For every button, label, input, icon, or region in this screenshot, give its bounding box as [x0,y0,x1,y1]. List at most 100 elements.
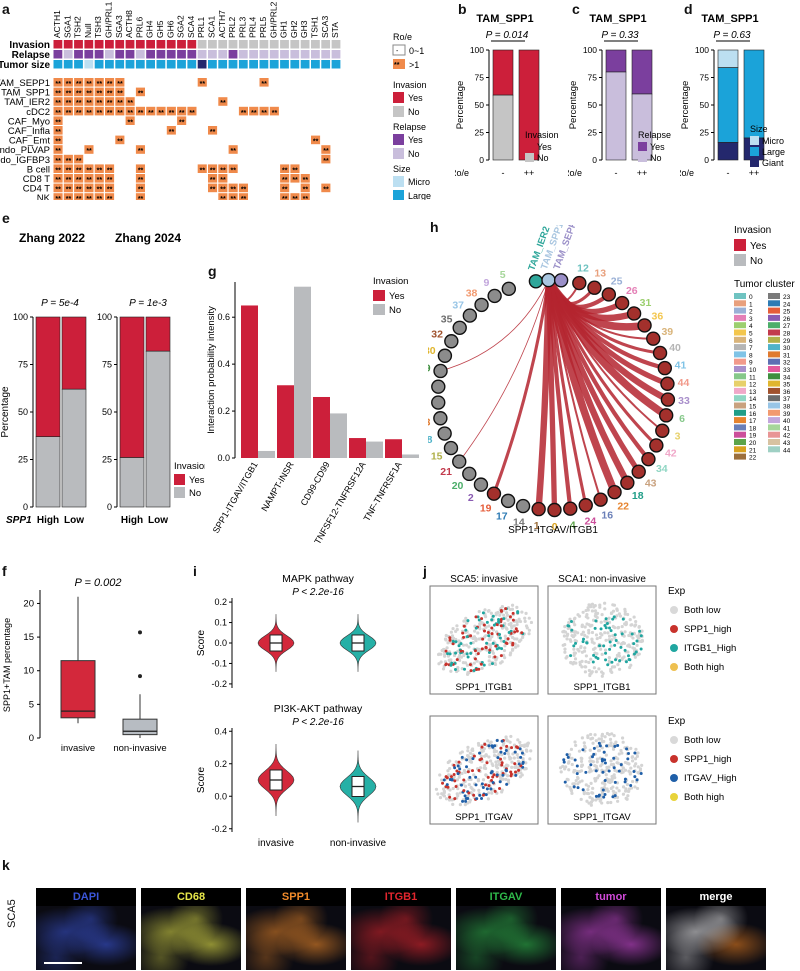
spot-high [491,745,495,749]
invasion-cell [94,40,104,49]
spot-low [476,777,480,782]
spot-high [484,793,488,797]
cluster-node [531,501,546,517]
spot-low [613,625,617,630]
invasion-cell [63,40,73,49]
roe-high-cell [94,106,104,116]
spot-low [479,620,483,625]
spatial-title: SCA5: invasive [450,574,518,585]
spot-low [507,755,511,759]
spot-low [573,740,577,744]
spot-high [448,636,452,640]
spot-high [592,752,596,756]
legend-label: Yes [650,142,665,152]
spot-high [473,649,477,653]
roe-high-cell [208,164,218,173]
cluster-label: 5 [500,269,506,281]
size-cell [208,60,217,69]
spot-low [522,744,526,748]
spot-low [635,643,639,647]
spot-high [514,773,518,777]
spot-high [632,642,636,646]
spot-high [491,775,495,779]
spot-low [587,628,591,633]
roe-mark: ** [66,158,72,165]
spot-low [604,753,608,757]
spot-high [604,626,608,630]
spot-high [491,641,495,645]
spot-low [604,638,608,642]
cluster-label: 17 [496,511,508,523]
invasion-cell [53,40,63,49]
spot-low [520,610,524,614]
spot-high [482,623,486,627]
spot-low [497,752,501,756]
spot-low [462,768,466,773]
spot-high [485,787,489,791]
spot-high [487,634,491,638]
stacked-bar-segment [717,49,739,68]
cluster-legend-label: 37 [783,396,791,403]
spot-low [517,639,522,643]
roe-mark: ** [97,100,103,107]
spot-low [509,621,513,625]
spot-low [451,786,455,791]
annotation-row-label: Relapse [12,50,51,61]
spot-low [603,735,607,739]
spot-low [528,757,532,761]
cluster-swatch [768,373,780,380]
spot-high [494,644,498,648]
legend-label: Micro [762,136,784,146]
roe-high-cell [166,126,176,135]
roe-high-cell [74,164,84,173]
roe-high-cell [238,106,248,116]
roe-mark: ** [210,129,216,136]
spot-low [565,784,569,788]
heatmap-column-label: TSH2 [73,16,83,38]
y-tick-label: 0 [592,155,597,165]
cluster-node [452,454,467,469]
spot-high [490,632,494,636]
roe-high-cell [53,87,63,97]
legend-swatch [638,153,647,162]
spot-low [629,766,633,770]
spot-high [466,770,470,774]
spot-high [518,747,522,751]
cluster-node [474,297,489,313]
spot-low [585,622,589,626]
spot-low [494,658,498,662]
cluster-legend-label: 12 [749,382,757,389]
cluster-node [433,363,448,379]
spot-high [613,780,617,784]
roe-high-cell [115,135,125,145]
spot-low [600,746,604,750]
spot-low [459,655,463,659]
cluster-node [572,275,587,291]
spot-high [632,652,636,656]
roe-mark: ** [138,110,144,117]
y-tick-label: 50 [102,407,112,417]
spot-low [615,786,619,790]
cluster-node [641,451,656,467]
spot-low [640,639,644,643]
k-row-label: SCA5 [6,899,18,928]
spot-high [445,783,449,787]
spot-high [500,761,504,765]
size-cell [156,60,166,69]
spot-low [502,613,506,617]
microscopy-tile-spp1: SPP1 [246,888,346,970]
invasion-cell [177,40,186,49]
cluster-label: 26 [626,285,638,297]
spot-low [456,666,460,670]
spot-low [500,660,504,664]
y-tick-label: 20 [23,598,34,609]
x-tick-label: invasive [61,743,95,754]
spot-low [594,739,598,743]
stacked-bar-segment [35,436,61,508]
spot-low [622,655,626,659]
spot-high [466,655,470,659]
spot-low [563,642,567,647]
spot-low [511,752,515,756]
roe-high-cell [269,106,279,116]
heatmap-column-label: PRL5 [258,16,268,38]
